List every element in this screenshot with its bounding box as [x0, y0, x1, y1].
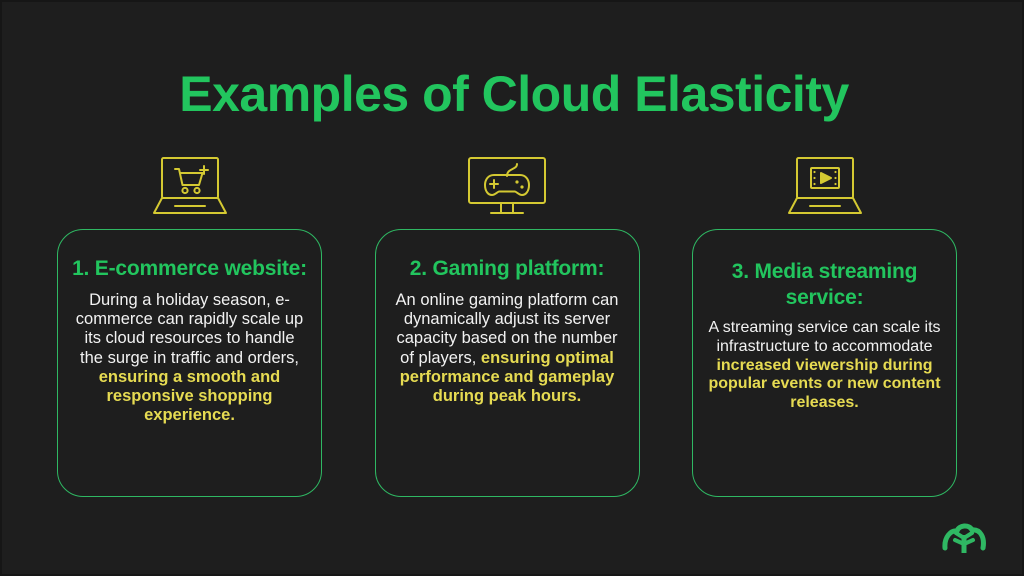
card-body-plain: During a holiday season, e-commerce can … — [75, 290, 304, 367]
monitor-game-controller-icon — [375, 152, 640, 222]
card-heading: 1. E-commerce website: — [72, 257, 307, 280]
card-heading: 3. Media streaming service: — [731, 260, 918, 309]
laptop-video-play-icon — [692, 152, 957, 222]
card-body-highlight: ensuring optimal performance and gamepla… — [399, 348, 615, 406]
card-body-highlight: ensuring a smooth and responsive shoppin… — [98, 367, 281, 425]
card-body: An online gaming platform can dynamicall… — [389, 291, 625, 407]
card-body-plain: A streaming service can scale its infras… — [708, 319, 941, 355]
card-gaming: 2. Gaming platform: An online gaming pla… — [374, 229, 640, 497]
icon-row — [57, 152, 957, 222]
card-body-highlight: increased viewership during popular even… — [708, 356, 941, 412]
card-body: A streaming service can scale its infras… — [707, 319, 943, 413]
laptop-shopping-cart-icon — [57, 152, 322, 222]
card-body: During a holiday season, e-commerce can … — [72, 291, 308, 426]
card-body-plain: An online gaming platform can dynamicall… — [395, 290, 619, 367]
card-ecommerce: 1. E-commerce website: During a holiday … — [57, 229, 322, 497]
card-heading: 2. Gaming platform: — [409, 257, 605, 280]
card-row: 1. E-commerce website: During a holiday … — [57, 229, 957, 497]
cloud-sprout-logo — [941, 518, 987, 558]
page-title: Examples of Cloud Elasticity — [179, 66, 849, 122]
card-media-streaming: 3. Media streaming service: A streaming … — [692, 229, 957, 497]
